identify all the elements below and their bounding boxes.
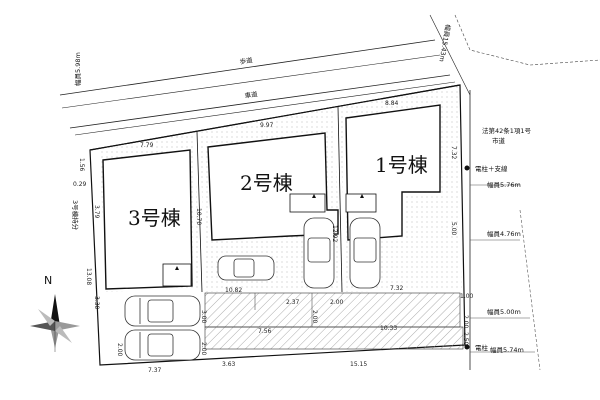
building-1: 1号棟 — [345, 104, 441, 241]
dim-bottom-3: 15.15 — [350, 361, 367, 368]
dim-left-bottom: 2.00 — [116, 343, 123, 357]
dim-drive-4: 2.00 — [462, 315, 469, 329]
dimensions: 7.79 9.97 8.84 7.32 5.00 1.56 0.29 3.79 … — [73, 100, 474, 374]
dim-lane-2: 2.37 — [286, 299, 300, 306]
dim-left-c: 3.30 — [93, 296, 100, 310]
dim-b1-bottom: 7.32 — [390, 285, 404, 292]
building-1-label: 1号棟 — [375, 153, 428, 177]
right-road-name-1: 法第42条1項1号 — [482, 126, 532, 135]
building-2-label: 2号棟 — [240, 171, 293, 195]
dim-bottom-1: 7.37 — [148, 367, 162, 374]
car-icon — [303, 217, 335, 289]
dim-b1-top: 8.84 — [385, 100, 399, 107]
driveway-lanes — [204, 292, 464, 350]
dim-b3-right: 10.70 — [195, 208, 202, 225]
north-label: N — [44, 274, 52, 287]
pole-note: 電柱＋支線 — [475, 164, 508, 173]
car-icon — [349, 217, 381, 289]
dim-b2-top: 9.97 — [260, 122, 274, 129]
right-road-name-2: 市道 — [492, 136, 506, 145]
dim-drive-1: 3.00 — [200, 310, 207, 324]
top-road: 歩道 車道 幅員5.98m 幅員15.43m — [59, 14, 600, 136]
dim-drive-3: 2.00 — [311, 310, 318, 324]
car-icon — [124, 329, 201, 361]
building-3: 3号棟 — [102, 149, 193, 290]
dim-lane-6: 2.50 — [462, 332, 469, 346]
dim-b3-top: 7.79 — [140, 142, 154, 149]
pole-bottom: 電柱 — [475, 343, 489, 352]
dim-lane-1: 10.82 — [225, 287, 242, 294]
dim-left-small: 0.29 — [73, 181, 87, 188]
dim-bottom-2: 3.63 — [222, 361, 236, 368]
dim-left-b: 13.08 — [85, 268, 92, 285]
dim-drive-5: 1.00 — [460, 293, 474, 300]
dim-right-top: 7.32 — [450, 146, 457, 160]
car-icon — [124, 295, 201, 327]
sidewalk-label: 歩道 — [239, 55, 254, 66]
right-road: 法第42条1項1号 市道 電柱＋支線 幅員5.76m 幅員4.76m 幅員5.0… — [464, 90, 541, 371]
road-width-2: 幅員4.76m — [487, 229, 521, 238]
left-note: 3号棟持分 — [71, 200, 80, 231]
north-arrow-icon: N — [30, 274, 80, 352]
dim-lane-3: 2.00 — [330, 299, 344, 306]
road-width-1: 幅員5.76m — [487, 180, 521, 189]
utility-pole-icon — [464, 165, 470, 171]
road-width-3: 幅員5.00m — [487, 307, 521, 316]
top-road-width-left: 幅員5.98m — [73, 52, 82, 86]
building-2: 2号棟 — [207, 132, 339, 241]
roadway-label: 車道 — [244, 89, 259, 100]
utility-pole-icon — [464, 344, 470, 350]
road-width-4: 幅員5.74m — [490, 345, 524, 354]
dim-lane-5: 10.33 — [380, 325, 397, 332]
dim-left-top: 1.56 — [78, 158, 85, 172]
building-3-label: 3号棟 — [128, 206, 181, 230]
dim-right-mid: 5.00 — [450, 222, 457, 236]
dim-drive-2: 2.00 — [200, 342, 207, 356]
car-icon — [217, 255, 275, 281]
dim-left-a: 3.79 — [93, 205, 100, 219]
dim-lane-4: 7.56 — [258, 328, 272, 335]
car-icons — [124, 217, 381, 361]
dim-mid: 12.92 — [331, 225, 338, 242]
